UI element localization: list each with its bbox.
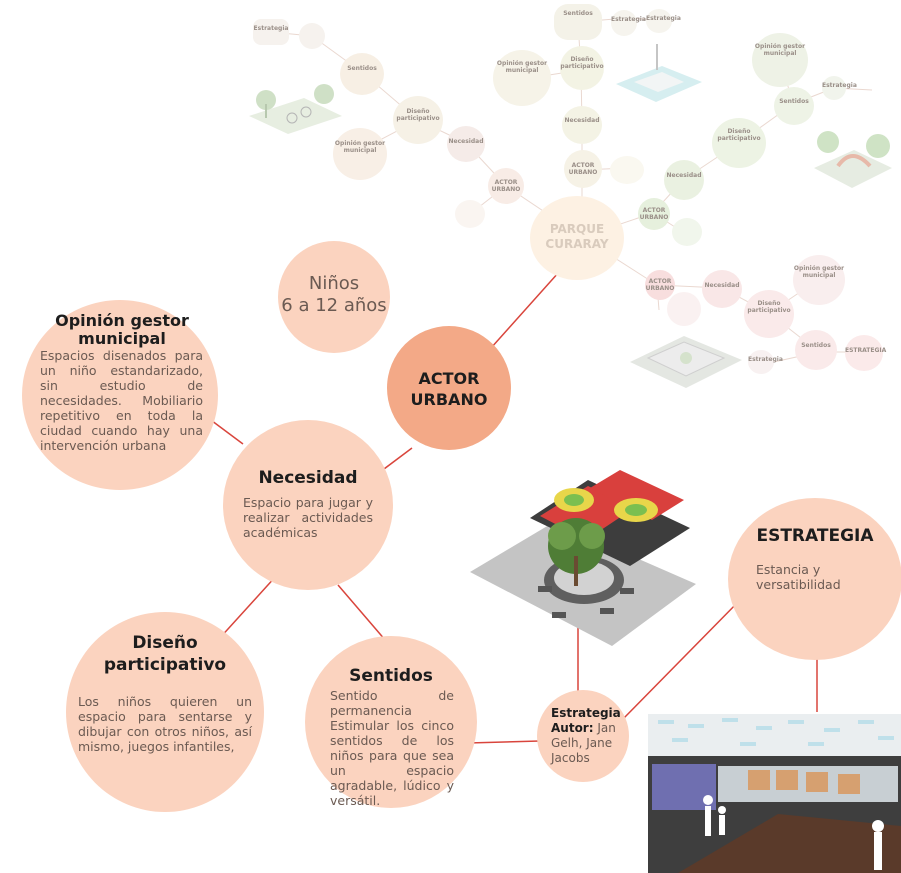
park-plan-illustration	[470, 470, 696, 646]
estrategia-autor-node: Estrategia Autor: Jan Gelh, Jane Jacobs	[537, 690, 629, 782]
necesidad-node: Necesidad Espacio para jugar y realizar …	[223, 420, 393, 590]
author-names: Jan Gelh, Jane Jacobs	[551, 721, 616, 765]
ghost-node: ACTOR URBANO	[564, 150, 602, 188]
opinion-node: Opinión gestor municipal Espacios disena…	[22, 300, 218, 490]
ghost-node: Estrategia	[748, 350, 783, 374]
estrategia-node: ESTRATEGIA Estancia y versatibilidad	[728, 498, 901, 660]
ghost-node: ESTRATEGIA	[845, 335, 886, 371]
target-group-line1: Niños	[308, 273, 360, 294]
diseno-text: Los niños quieren un espacio para sentar…	[78, 694, 252, 754]
ghost-node: Necesidad	[702, 270, 742, 308]
faded-cyclists-illustration	[249, 84, 342, 134]
ghost-node: Diseño participativo	[393, 96, 443, 144]
diseno-node: Diseño participativo Los niños quieren u…	[66, 612, 264, 812]
sentidos-text: Sentido de permanencia Estimular los cin…	[330, 688, 454, 808]
ghost-node: Diseño participativo	[744, 290, 794, 338]
ghost-node	[455, 200, 485, 228]
ghost-node: Estrategia	[822, 76, 857, 100]
ghost-node: ACTOR URBANO	[638, 198, 670, 230]
faded-water-illustration	[616, 44, 702, 102]
sentidos-node: Sentidos Sentido de permanencia Estimula…	[305, 636, 477, 808]
ghost-node	[299, 23, 325, 49]
ghost-node	[610, 156, 644, 184]
diseno-title: Diseño participativo	[103, 633, 227, 675]
opinion-title: Opinión gestor municipal	[55, 311, 189, 348]
necesidad-text: Espacio para jugar y realizar actividade…	[243, 495, 373, 540]
opinion-text: Espacios disenados para un niño estandar…	[40, 348, 203, 453]
parque-curaray-node: PARQUE CURARAY	[530, 196, 624, 280]
author-label: Autor:	[551, 721, 594, 735]
estrategia-autor-title: Estrategia	[551, 706, 621, 720]
ghost-node: Necesidad	[447, 126, 485, 162]
ghost-node: Opinión gestor municipal	[493, 50, 551, 106]
ghost-node: Diseño participativo	[712, 118, 766, 168]
interior-library-illustration	[648, 714, 901, 873]
ghost-node: ACTOR URBANO	[645, 270, 675, 300]
ghost-node: Opinión gestor municipal	[793, 255, 845, 305]
ghost-node: Necesidad	[664, 160, 704, 200]
faded-court-illustration	[630, 336, 742, 388]
estrategia-title: ESTRATEGIA	[756, 526, 874, 546]
parque-curaray-label: PARQUE CURARAY	[545, 222, 609, 251]
ghost-node: Diseño participativo	[560, 46, 604, 90]
ghost-node: Opinión gestor municipal	[333, 128, 387, 180]
ghost-node: Estrategia	[253, 19, 289, 45]
ghost-node: Sentidos	[340, 53, 384, 95]
ghost-node: Sentidos	[774, 87, 814, 125]
ghost-node: Estrategia	[611, 10, 646, 36]
actor-urbano-node: ACTOR URBANO	[387, 326, 511, 450]
ghost-node: Estrategia	[646, 9, 681, 33]
target-group-line2: 6 a 12 años	[281, 295, 387, 316]
ghost-node	[667, 292, 701, 326]
target-group-node: Niños 6 a 12 años	[278, 241, 390, 353]
necesidad-title: Necesidad	[258, 468, 358, 488]
ghost-node	[672, 218, 702, 246]
ghost-node: Necesidad	[562, 106, 602, 144]
ghost-node: Opinión gestor municipal	[752, 33, 808, 87]
estrategia-text: Estancia y versatibilidad	[756, 562, 841, 592]
faded-park-illustration	[814, 131, 892, 188]
ghost-node: ACTOR URBANO	[488, 168, 524, 204]
ghost-node: Sentidos	[795, 330, 837, 370]
sentidos-title: Sentidos	[349, 666, 433, 686]
actor-urbano-title: ACTOR URBANO	[410, 369, 488, 409]
ghost-node: Sentidos	[554, 4, 602, 40]
